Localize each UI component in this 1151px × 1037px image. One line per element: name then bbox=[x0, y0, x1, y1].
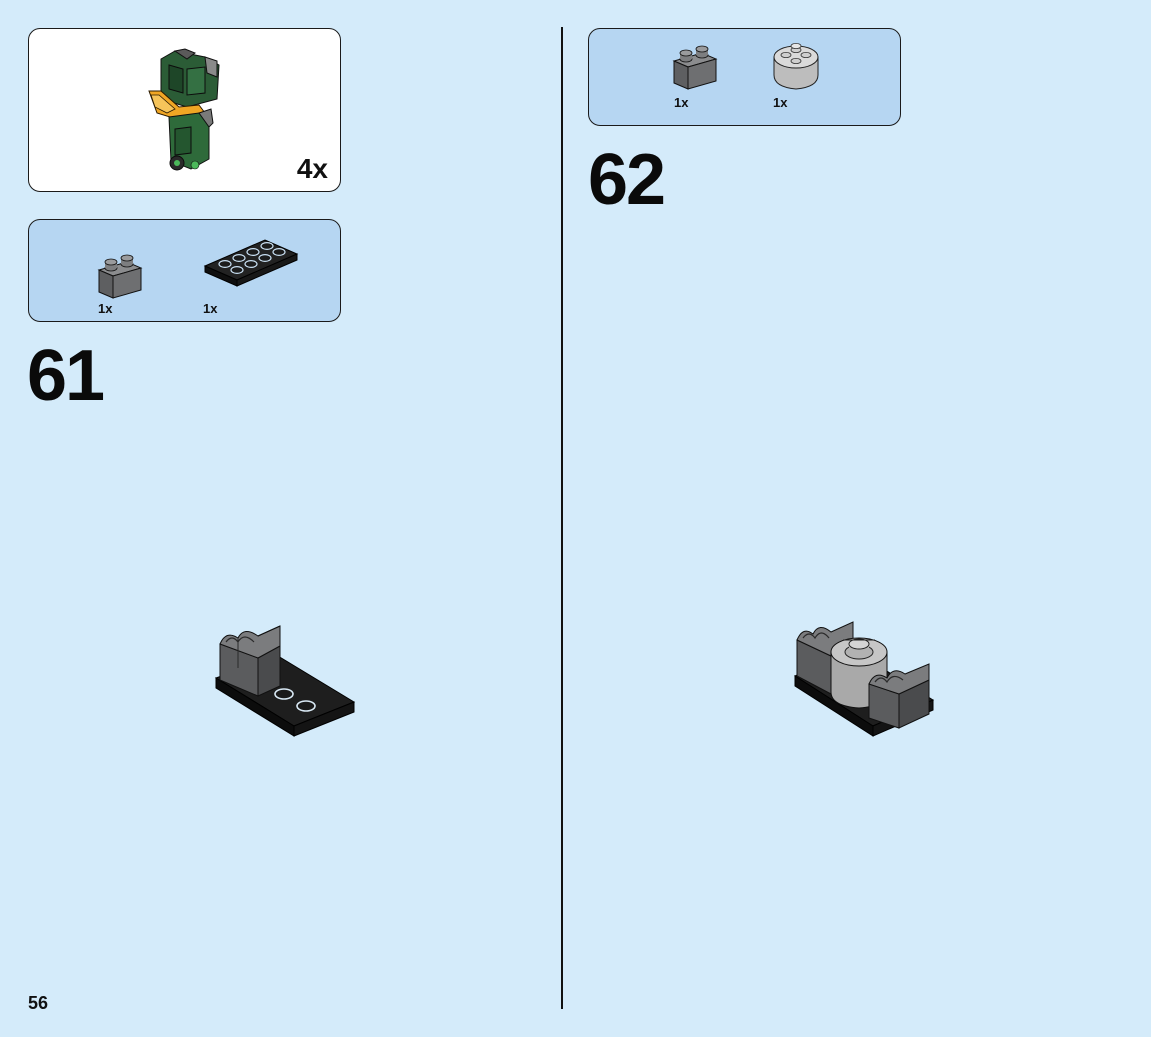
part-quantity: 1x bbox=[203, 301, 218, 316]
green-armored-subassembly-icon bbox=[147, 47, 227, 175]
subassembly-callout: 4x bbox=[28, 28, 341, 192]
part-quantity: 1x bbox=[773, 95, 788, 110]
light-gray-round-2x2-brick-icon bbox=[772, 41, 820, 91]
part-quantity: 1x bbox=[674, 95, 689, 110]
step-62-parts-list: 1x 1x bbox=[588, 28, 901, 126]
dark-gray-1x2-brick-icon bbox=[97, 254, 143, 300]
dark-gray-1x2-brick-icon bbox=[672, 45, 718, 91]
step-61-assembly-icon bbox=[214, 616, 358, 740]
part-quantity: 1x bbox=[98, 301, 113, 316]
step-61-parts-list: 1x 1x bbox=[28, 219, 341, 322]
step-number: 61 bbox=[27, 336, 105, 416]
column-divider bbox=[561, 27, 563, 1009]
step-number: 62 bbox=[588, 140, 666, 220]
black-2x4-plate-icon bbox=[203, 236, 299, 288]
callout-multiplier: 4x bbox=[296, 153, 328, 184]
page-number: 56 bbox=[28, 993, 49, 1013]
step-62-assembly-icon bbox=[793, 614, 937, 740]
